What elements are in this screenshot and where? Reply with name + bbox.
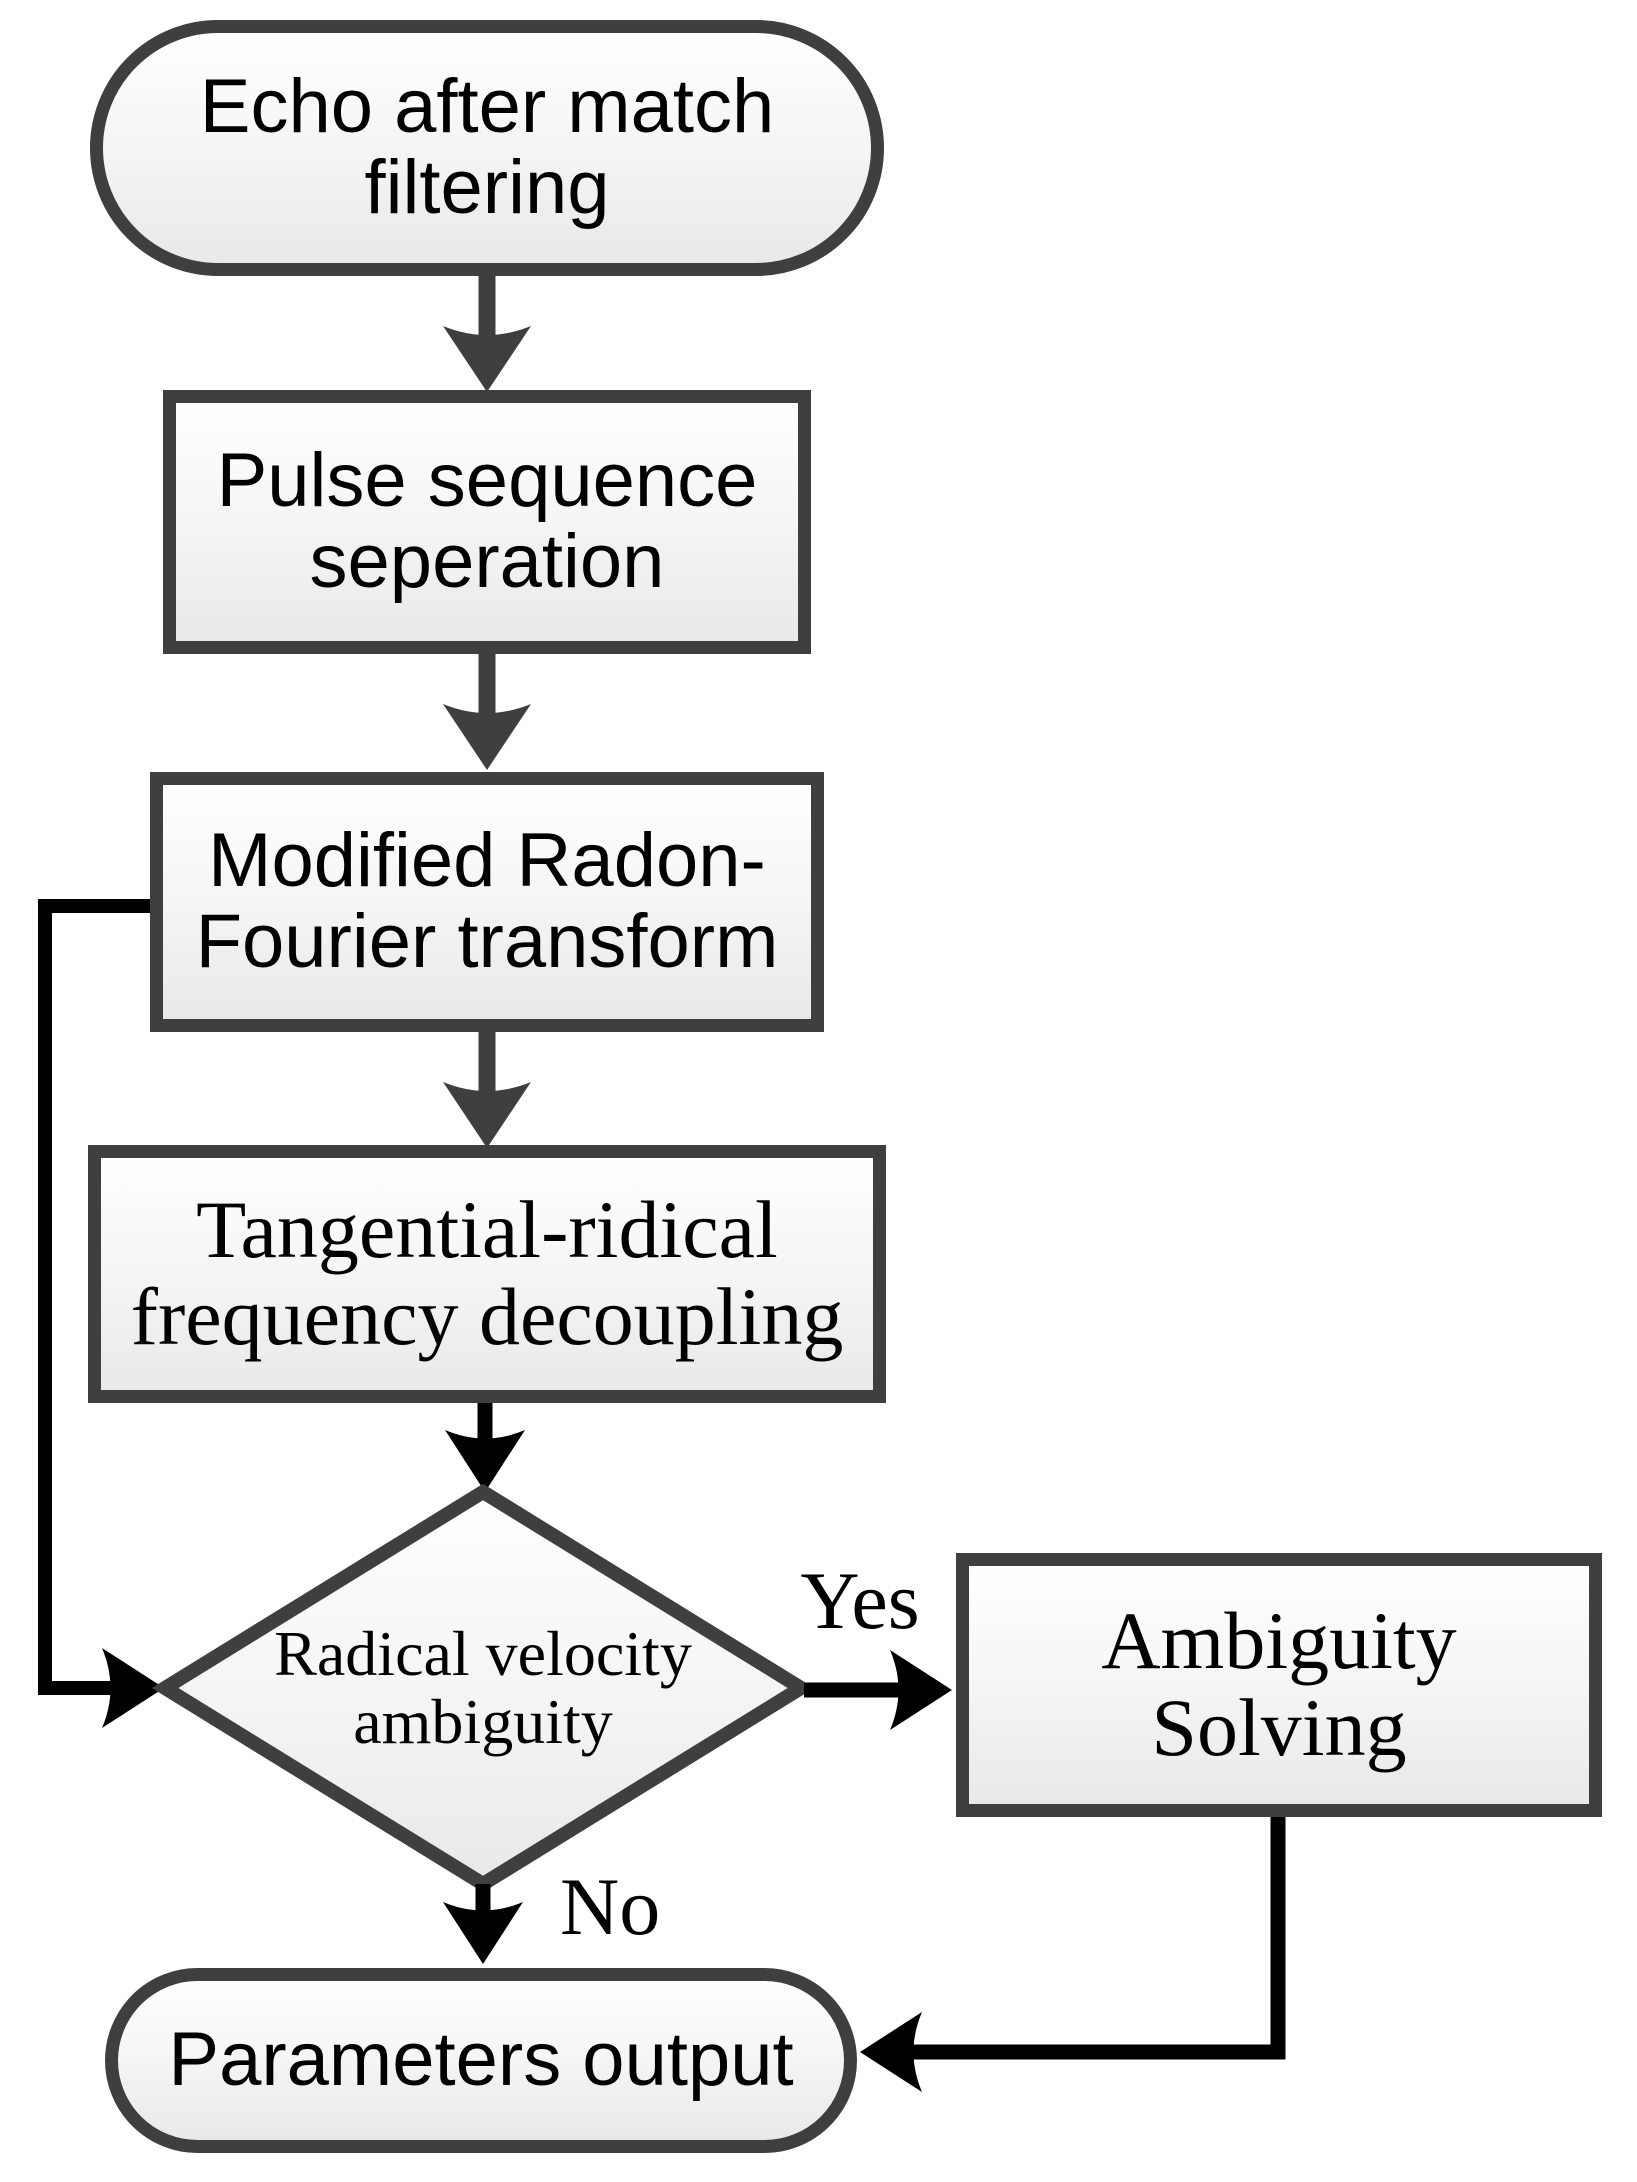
node-pulse-label-line1: Pulse sequence [216, 438, 758, 524]
node-mrft-label-line2: Fourier transform [195, 899, 779, 984]
node-radical-velocity-ambiguity: Radical velocity ambiguity [183, 1560, 783, 1816]
node-echo-after-match-filtering: Echo after match filtering [90, 20, 884, 276]
connector-feedback-loop [38, 899, 164, 1728]
node-output-label: Parameters output [168, 2017, 794, 2103]
node-parameters-output: Parameters output [105, 1968, 857, 2153]
edge-label-yes: Yes [800, 1555, 920, 1646]
connector-tangential-to-decision [445, 1400, 525, 1492]
node-decision-label-line2: ambiguity [353, 1686, 613, 1757]
connector-ambiguity-to-output [860, 1816, 1286, 2092]
node-pulse-label-line2: seperation [309, 519, 665, 604]
node-mrft-label-line1: Modified Radon- [208, 818, 766, 904]
node-ambiguity-label-line2: Solving [1151, 1682, 1407, 1773]
node-tangential-label-line2: frequency decoupling [130, 1271, 844, 1362]
node-tangential-label-line1: Tangential-ridical [196, 1184, 778, 1276]
connector-yes [804, 1650, 952, 1730]
node-decision-label-line1: Radical velocity [274, 1618, 692, 1690]
connector-echo-to-pulse [443, 270, 531, 392]
node-pulse-sequence-seperation: Pulse sequence seperation [163, 390, 811, 654]
connector-no [443, 1884, 523, 1964]
node-tangential-ridical-frequency-decoupling: Tangential-ridical frequency decoupling [88, 1145, 886, 1403]
edge-label-no: No [560, 1861, 661, 1952]
node-ambiguity-label-line1: Ambiguity [1101, 1595, 1457, 1687]
connector-pulse-to-mrft [443, 652, 531, 770]
node-modified-radon-fourier-transform: Modified Radon- Fourier transform [150, 772, 824, 1032]
node-echo-label-line1: Echo after match [199, 64, 775, 150]
connector-mrft-to-tangential [443, 1030, 531, 1148]
node-echo-label-line2: filtering [364, 145, 610, 230]
node-ambiguity-solving: Ambiguity Solving [956, 1553, 1602, 1817]
